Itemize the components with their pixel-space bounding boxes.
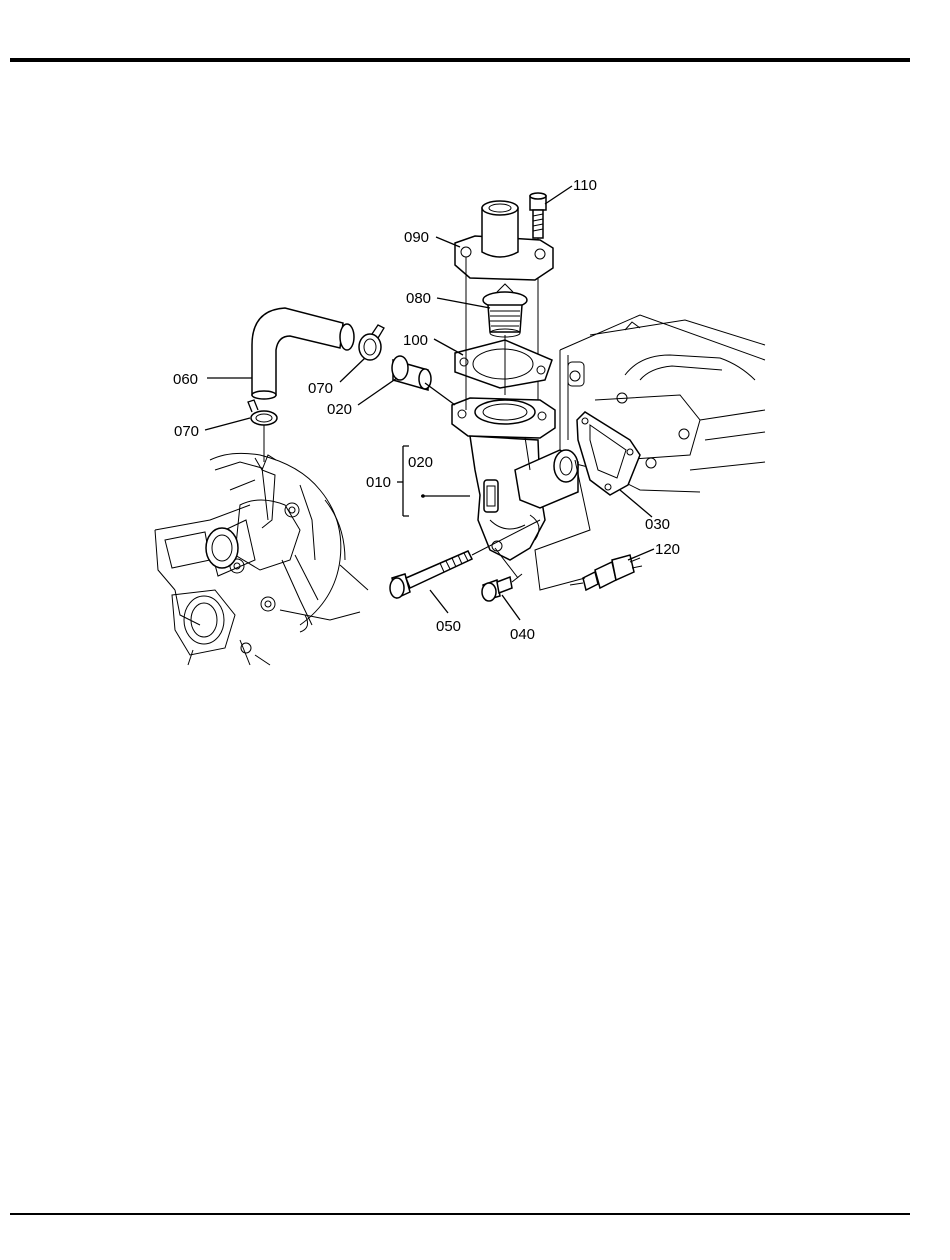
callout-110: 110 [573,177,597,194]
callout-080: 080 [406,290,431,307]
part-070-upper-clamp [359,325,384,360]
part-010-housing [452,398,578,560]
callout-070-upper: 070 [308,380,333,397]
part-040-plug [482,574,522,601]
footer-rule [10,1213,910,1215]
part-120-sensor [570,555,642,590]
callout-040: 040 [510,626,535,643]
callout-010: 010 [366,474,391,491]
part-020-pipe [392,356,431,390]
water-pump-drawing [155,453,368,665]
part-100-gasket [455,340,552,388]
callout-120: 120 [655,541,680,558]
part-050-long-bolt [390,520,540,598]
part-070-lower-clamp [248,400,277,462]
callout-030: 030 [645,516,670,533]
callout-060: 060 [173,371,198,388]
part-030-gasket [577,412,640,495]
callout-070-lower: 070 [174,423,199,440]
part-060-hose [252,308,354,399]
callout-020-kit: 020 [408,454,433,471]
callout-020-pipe: 020 [327,401,352,418]
part-080-thermostat [483,284,527,337]
callout-100: 100 [403,332,428,349]
callout-leaders [205,186,654,620]
callout-090: 090 [404,229,429,246]
callout-050: 050 [436,618,461,635]
